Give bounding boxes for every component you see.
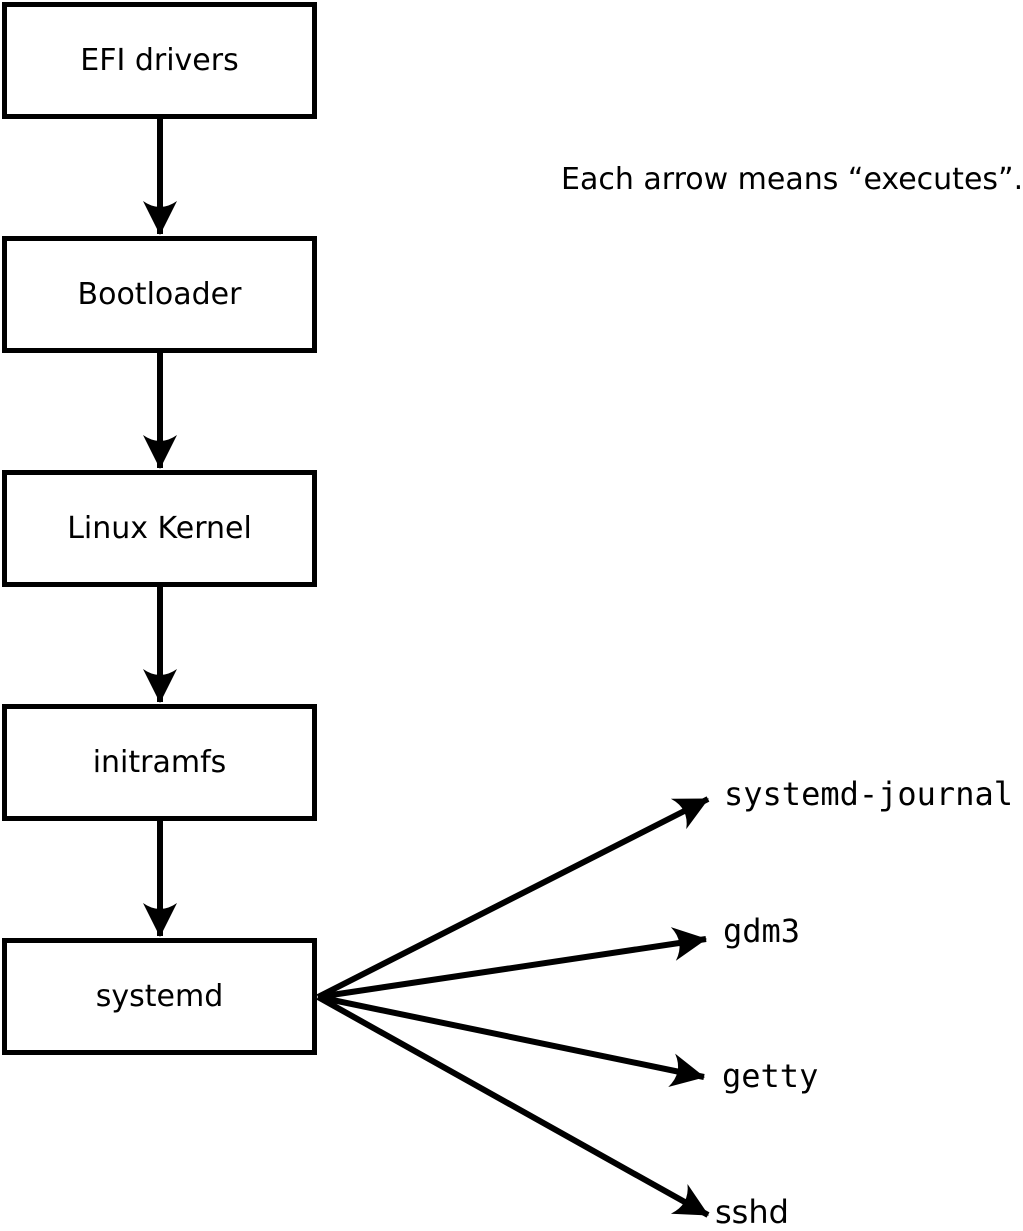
flow-box-efi-drivers: EFI drivers [2,2,317,119]
arrow-systemd-to-getty [317,994,705,1087]
arrow-systemd-to-gdm3 [317,927,707,1000]
flow-box-initramfs-label: initramfs [92,744,227,780]
arrow-systemd-to-systemd-journal [316,796,710,1000]
flow-box-bootloader-label: Bootloader [77,276,242,312]
arrow-meaning-caption: Each arrow means “executes”. [561,162,1023,197]
flow-box-systemd: systemd [2,938,317,1055]
target-label-sshd: sshd [715,1193,789,1231]
flow-box-initramfs: initramfs [2,704,317,821]
flow-box-bootloader: Bootloader [2,236,317,353]
flow-box-linux-kernel-label: Linux Kernel [67,510,252,546]
arrow-systemd-to-sshd [316,994,710,1218]
target-label-gdm3: gdm3 [723,912,801,950]
target-label-getty: getty [722,1057,819,1095]
flow-box-efi-drivers-label: EFI drivers [80,42,239,78]
target-label-systemd-journal: systemd-journal [724,775,1013,813]
flow-box-linux-kernel: Linux Kernel [2,470,317,587]
flow-box-systemd-label: systemd [95,978,224,1014]
